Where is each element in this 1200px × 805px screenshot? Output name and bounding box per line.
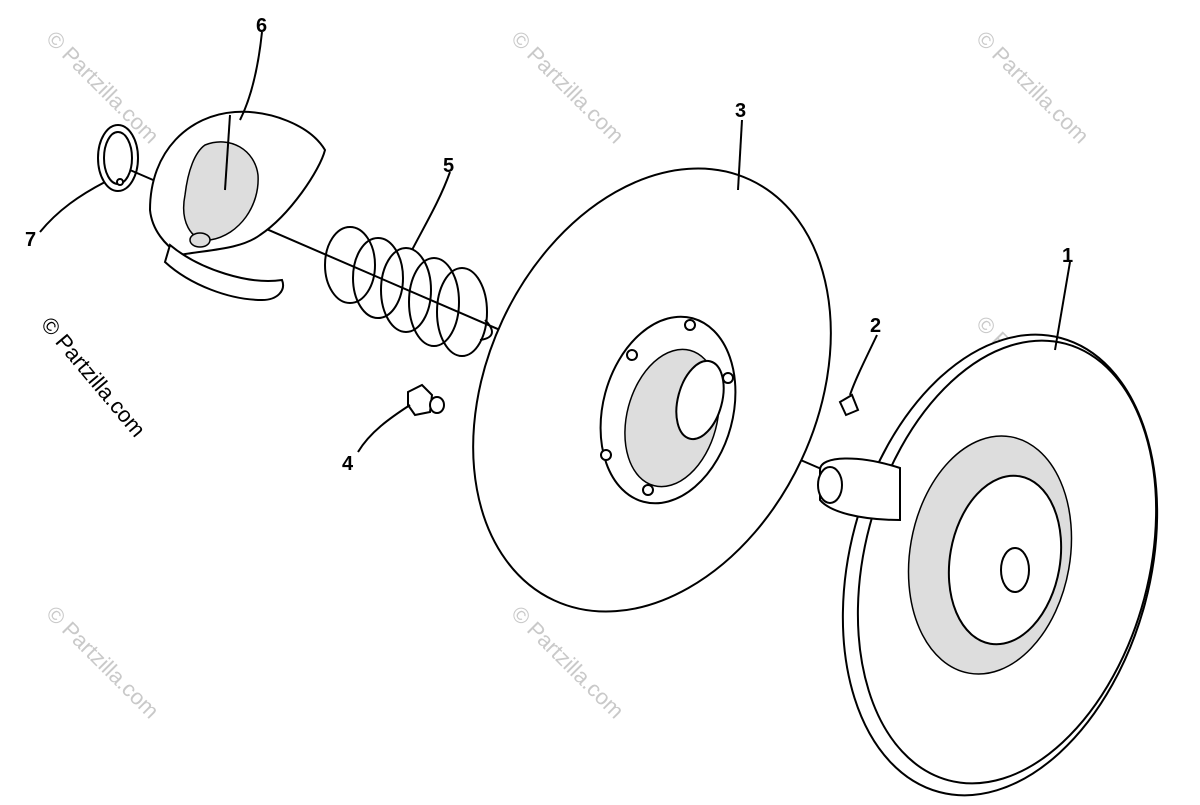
leader-line-6 [239,31,263,121]
callout-5: 5 [443,155,454,177]
movable-sheave-part [472,167,832,613]
slider-button-part [407,383,445,417]
watermark-side: © Partzilla.com [36,312,150,442]
leader-line-3 [737,119,743,191]
leader-line-1 [1054,261,1071,351]
cam-part [148,110,327,302]
key-part [838,393,860,417]
callout-1: 1 [1062,245,1073,267]
watermark-tile: © Partzilla.com [41,601,164,724]
watermark-tile: © Partzilla.com [506,601,629,724]
leader-line-7 [39,181,106,233]
callout-2: 2 [870,315,881,337]
fixed-sheave-part [817,333,1159,797]
snap-ring-part [97,124,139,192]
callout-labels: 1 2 3 4 5 6 7 [25,15,1073,475]
leader-line-2 [849,334,878,396]
callout-6: 6 [256,15,267,37]
callout-7: 7 [25,229,36,251]
watermark-tile: © Partzilla.com [506,26,629,149]
callout-4: 4 [342,453,354,475]
callout-3: 3 [735,100,746,122]
leader-lines [39,31,1071,453]
watermark-tile: © Partzilla.com [971,26,1094,149]
leader-line-5 [411,171,451,251]
watermark-tile: © Partzilla.com [41,26,164,149]
leader-line-4 [357,404,411,453]
spring-part [324,226,493,357]
